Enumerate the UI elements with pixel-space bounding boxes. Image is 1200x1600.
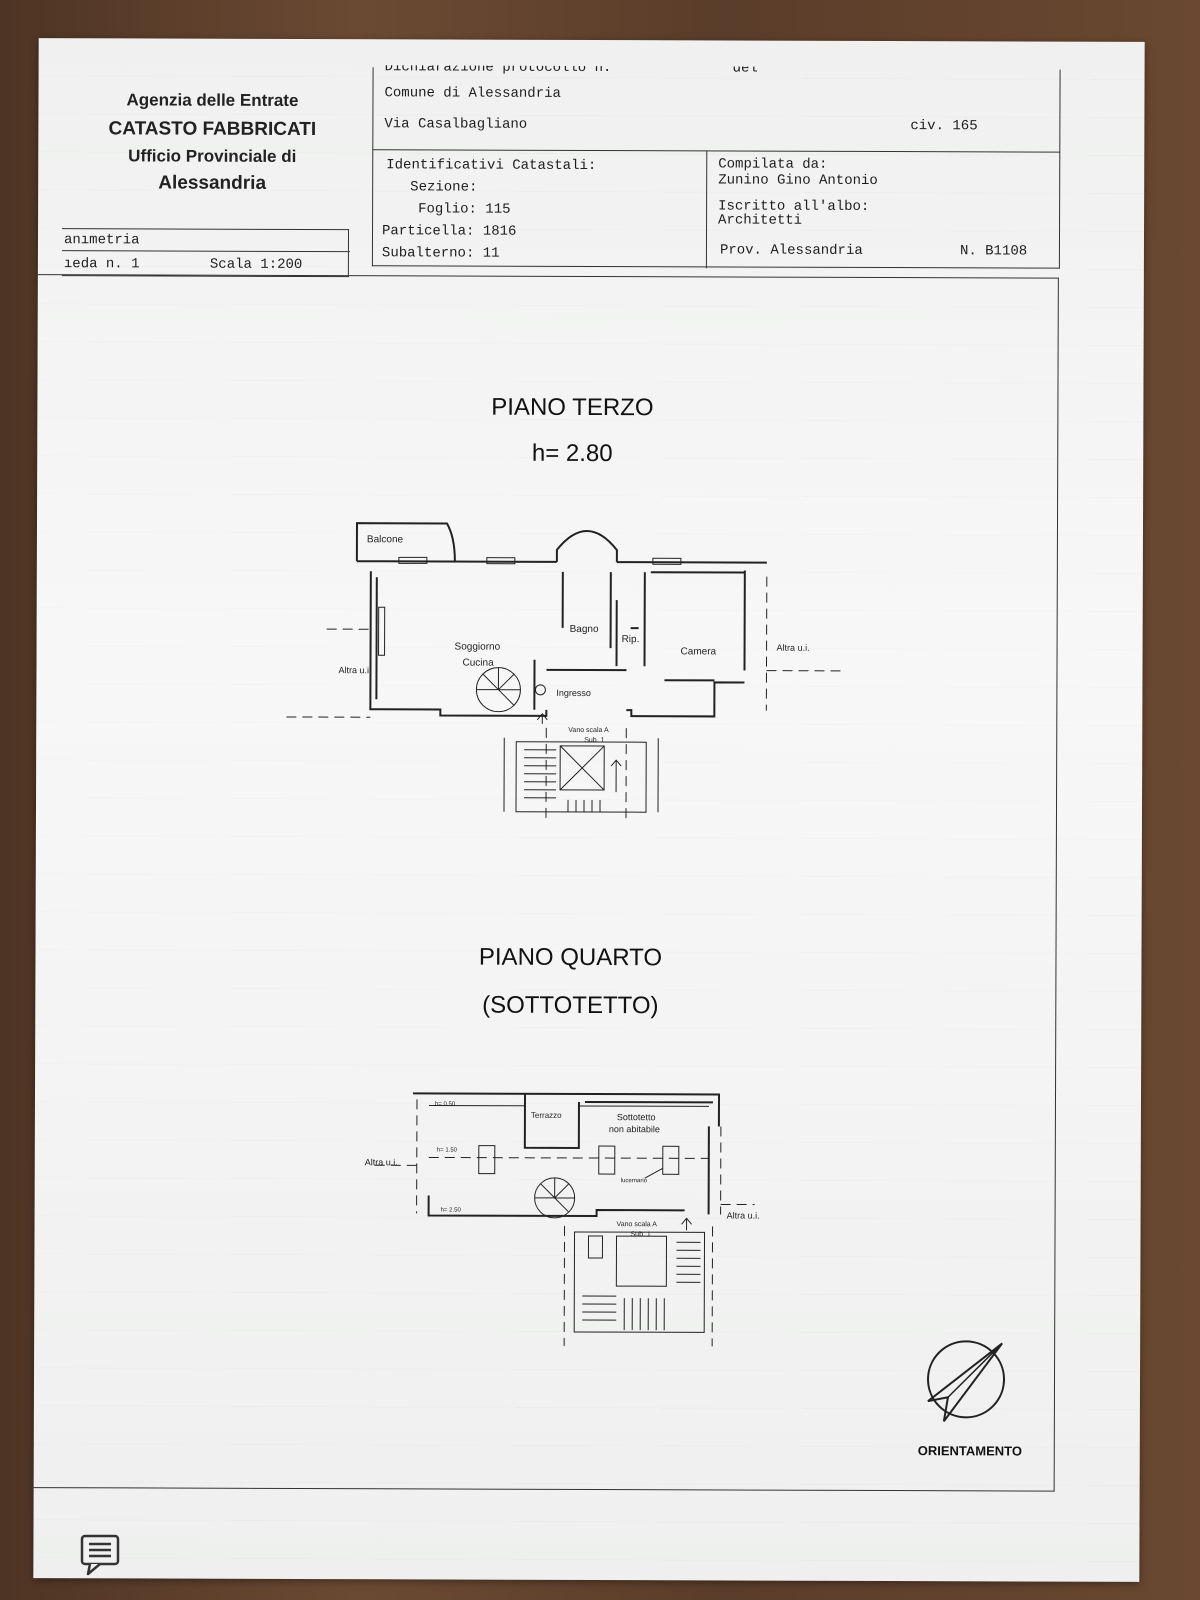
comment-icon[interactable]: [80, 1534, 122, 1576]
scheda-label: ıeda n. 1: [63, 256, 140, 273]
adjacent-unit-right: Altra u.i.: [777, 643, 810, 653]
address-text: Via Casalbagliano: [384, 116, 528, 133]
stair-label: Vano scala A: [617, 1221, 658, 1228]
floor-plan-third: Balcone Bagno Rip. Soggiorno Cucina Came…: [286, 522, 847, 821]
scale-label: Scala 1:200: [209, 256, 303, 273]
piano-terzo-height: h= 2.80: [531, 439, 613, 468]
adjacent-unit-left: Altra u.i.: [365, 1157, 398, 1167]
foglio-text: Foglio: 115: [418, 201, 511, 218]
stair-sub: Sub. 1: [584, 737, 604, 744]
room-camera: Camera: [681, 646, 717, 657]
room-bagno: Bagno: [570, 624, 599, 635]
office-label: Ufficio Provinciale di: [128, 146, 297, 166]
skylight-label: lucernario: [621, 1178, 648, 1184]
room-terrazzo: Terrazzo: [531, 1111, 562, 1120]
albo-value: Architetti: [718, 212, 803, 229]
height-050: h= 0.50: [435, 1101, 456, 1107]
room-rip: Rip.: [622, 634, 640, 645]
room-cucina: Cucina: [462, 658, 494, 669]
orientation-label: ORIENTAMENTO: [917, 1443, 1023, 1459]
civic-number: civ. 165: [910, 118, 978, 135]
planimetria-label: anımetria: [63, 232, 140, 249]
height-250: h= 2.50: [441, 1207, 462, 1213]
room-sottotetto: Sottotetto: [617, 1112, 656, 1122]
room-balcone: Balcone: [367, 534, 404, 545]
catasto-heading: Identificativi Catastali:: [386, 157, 597, 175]
compilata-name: Zunino Gino Antonio: [718, 172, 878, 190]
piano-quarto-title: PIANO QUARTO: [478, 943, 663, 972]
compilata-heading: Compilata da:: [718, 156, 828, 173]
province-text: Prov. Alessandria: [719, 242, 863, 259]
office-city: Alessandria: [158, 172, 267, 194]
agency-name: Agenzia delle Entrate: [126, 90, 299, 110]
cadastral-sheet: Agenzia delle Entrate CATASTO FABBRICATI…: [33, 38, 1145, 1582]
catasto-title: CATASTO FABBRICATI: [108, 118, 317, 141]
height-150: h= 1.50: [437, 1147, 458, 1153]
stair-sub: Sub. 1: [631, 1231, 651, 1238]
room-soggiorno: Soggiorno: [455, 642, 501, 653]
compass-icon: [927, 1340, 1006, 1422]
piano-terzo-title: PIANO TERZO: [491, 393, 654, 422]
comune-text: Comune di Alessandria: [384, 85, 561, 102]
room-sottotetto-note: non abitabile: [609, 1124, 660, 1134]
piano-quarto-subtitle: (SOTTOTETTO): [482, 991, 659, 1020]
stair-label: Vano scala A: [568, 727, 609, 734]
sezione-text: Sezione:: [410, 179, 478, 196]
declaration-del: del: [732, 60, 758, 77]
adjacent-unit-right: Altra u.i.: [727, 1210, 760, 1220]
registration-number: N. B1108: [959, 243, 1028, 260]
floor-plan-fourth: h= 0.50 h= 1.50 h= 2.50 Terrazzo Sottote…: [365, 1092, 760, 1347]
declaration-text: Dichiarazione protocollo n.: [384, 59, 612, 77]
room-ingresso: Ingresso: [556, 688, 591, 698]
particella-text: Particella: 1816: [381, 223, 517, 240]
subalterno-text: Subalterno: 11: [381, 245, 500, 262]
adjacent-unit-left: Altra u.i.: [338, 665, 371, 675]
